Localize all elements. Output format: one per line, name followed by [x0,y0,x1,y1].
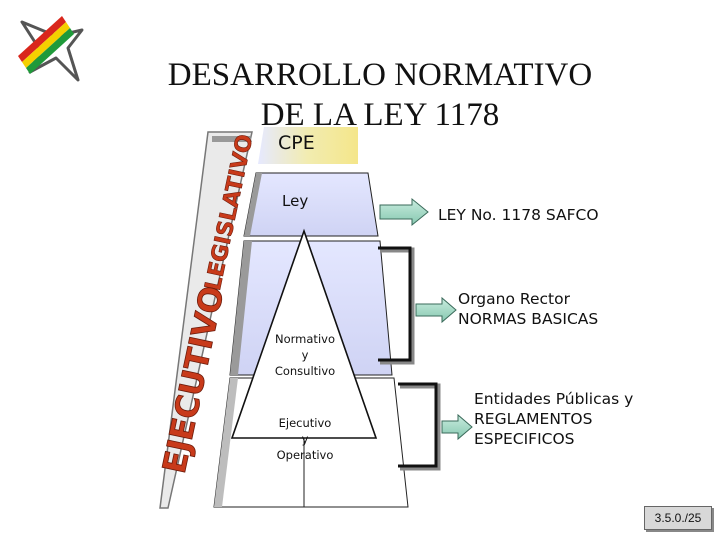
ejecutivo-operativo-label: Ejecutivo y Operativo [250,415,360,463]
normativo-line: y [250,347,360,363]
organo-line: Organo Rector [458,289,598,309]
ejecutivo-line: y [250,431,360,447]
ley-label: Ley [282,192,308,210]
arrow-right-icon [416,298,456,322]
ley-panel [244,173,378,236]
entidades-bracket [398,384,438,468]
ley-ref-label: LEY No. 1178 SAFCO [438,205,599,225]
bolivia-star-logo-icon [18,16,82,80]
normativo-consultivo-label: Normativo y Consultivo [250,331,360,379]
organo-line: NORMAS BASICAS [458,309,598,329]
entidades-line: Entidades Públicas y [474,389,633,409]
arrow-right-icon [380,199,428,225]
entidades-line: ESPECIFICOS [474,429,633,449]
page-title-line2: DE LA LEY 1178 [90,96,670,134]
slide-number-badge: 3.5.0./25 [644,506,712,530]
entidades-label: Entidades Públicas y REGLAMENTOS ESPECIF… [474,389,633,449]
normativo-line: Consultivo [250,363,360,379]
organo-rector-label: Organo Rector NORMAS BASICAS [458,289,598,329]
page-title-line1: DESARROLLO NORMATIVO [90,56,670,94]
normativo-line: Normativo [250,331,360,347]
cpe-label: CPE [278,132,315,154]
ejecutivo-line: Ejecutivo [250,415,360,431]
arrow-right-icon [442,415,472,439]
entidades-line: REGLAMENTOS [474,409,633,429]
ejecutivo-vertical-label: EJECUTIVO [155,283,232,477]
ejecutivo-line: Operativo [250,447,360,463]
